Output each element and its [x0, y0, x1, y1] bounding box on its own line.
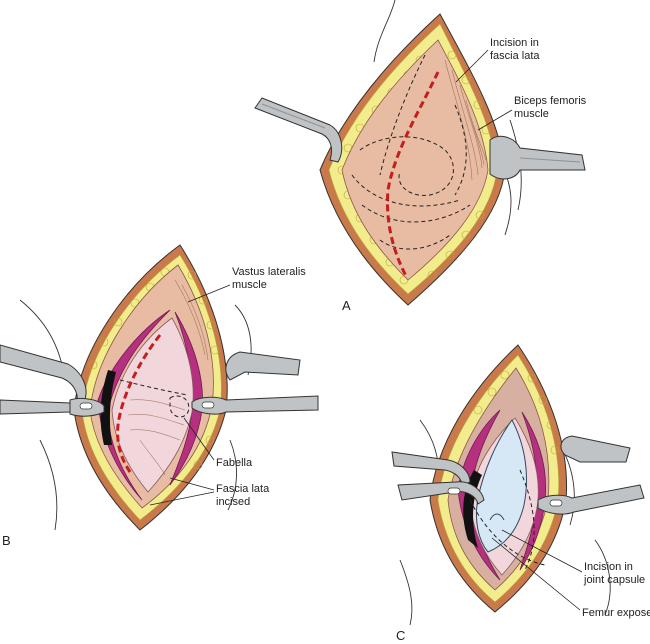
- retractor-left-upper: [0, 344, 87, 406]
- skin-line: [399, 559, 413, 626]
- structure-outline: [519, 469, 535, 571]
- label-line-1: Incision in: [490, 37, 539, 49]
- panel-label-b: B: [2, 533, 11, 548]
- retractor-left-lower: [0, 397, 105, 417]
- label-fabella: Fabella: [183, 417, 253, 469]
- label-fascia-lata-incised: Fascia lata incised: [149, 477, 270, 508]
- joint-capsule: [111, 317, 194, 493]
- label-line-1: Fascia lata: [216, 483, 270, 495]
- retractor-right-upper: [560, 435, 631, 463]
- label-vastus-lateralis: Vastus lateralis muscle: [187, 266, 306, 303]
- retractor-right: [489, 135, 586, 180]
- label-incision-joint-capsule: Incision in joint capsule: [501, 529, 645, 586]
- structure-outline: [119, 379, 189, 396]
- skin-line: [227, 439, 238, 511]
- label-text: Fabella: [216, 457, 253, 469]
- fat-texture: [473, 370, 560, 455]
- panel-a-illustration: [254, 0, 586, 306]
- label-line-1: Incision in: [584, 561, 633, 573]
- label-line-2: incised: [216, 496, 250, 508]
- skin-line: [594, 539, 611, 616]
- underlying-structures: [351, 54, 471, 250]
- femur: [475, 419, 528, 553]
- skin-line: [39, 439, 58, 531]
- label-femur-exposed: Femur exposed: [491, 537, 650, 619]
- retractor-right-upper: [225, 351, 301, 381]
- label-line-2: muscle: [232, 279, 267, 291]
- retractor-left: [254, 97, 343, 163]
- label-incision-fascia-lata: Incision in fascia lata: [455, 37, 540, 83]
- retractor-right-lower: [191, 395, 319, 415]
- label-biceps-femoris: Biceps femoris muscle: [477, 95, 587, 131]
- label-line-2: joint capsule: [583, 574, 645, 586]
- skin-line: [373, 0, 396, 63]
- muscle-fibers: [127, 279, 209, 476]
- femur-detail: [489, 513, 505, 521]
- panel-label-a: A: [342, 298, 351, 313]
- fabella-outline: [169, 395, 190, 418]
- retractor-right-lower: [537, 484, 645, 515]
- panel-c-illustration: [391, 344, 645, 626]
- label-line-1: Biceps femoris: [514, 95, 587, 107]
- wound-shadow: [100, 370, 116, 445]
- label-line-1: Vastus lateralis: [232, 266, 306, 278]
- label-text: Femur exposed: [582, 607, 650, 619]
- label-line-2: muscle: [514, 108, 549, 120]
- muscle-fibers: [444, 59, 487, 181]
- panel-label-c: C: [396, 628, 405, 643]
- label-line-2: fascia lata: [490, 50, 540, 62]
- joint-capsule-incision-line: [116, 334, 162, 473]
- structure-outline: [469, 499, 546, 566]
- fascia-lata-surface: [341, 39, 489, 281]
- fascia-edge-left: [97, 309, 171, 501]
- retractor-left-lower: [397, 481, 485, 505]
- panel-b-illustration: [0, 244, 319, 531]
- planned-incision-line: [385, 71, 440, 277]
